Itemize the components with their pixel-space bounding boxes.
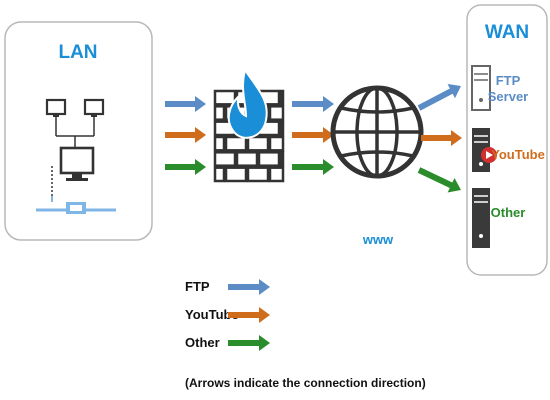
network-hub-icon <box>36 196 116 214</box>
www-label: www <box>362 232 394 247</box>
legend-label-other: Other <box>185 335 220 350</box>
lan-panel: LAN <box>4 21 153 241</box>
firewall-brick <box>257 151 281 167</box>
server-tower-icon <box>472 188 490 248</box>
arrow-youtube <box>421 130 462 146</box>
globe-icon <box>330 85 424 179</box>
wan-panel: WAN FTP Server YouTube Other <box>466 4 548 276</box>
computer-icon <box>83 98 105 117</box>
wan-other-label: Other <box>491 205 526 220</box>
youtube-logo-icon <box>481 147 497 163</box>
firewall-brick <box>268 135 285 152</box>
direction-note: (Arrows indicate the connection directio… <box>185 376 426 390</box>
legend-arrows <box>228 279 270 351</box>
firewall-brick <box>246 135 270 152</box>
firewall-brick <box>213 166 226 183</box>
wan-ftp-label-line2: Server <box>488 89 528 104</box>
firewall-brick <box>224 166 248 183</box>
legend-arrow-ftp <box>228 279 270 295</box>
firewall-brick <box>279 151 285 167</box>
arrow-youtube <box>292 127 334 143</box>
firewall-brick <box>213 89 237 106</box>
firewall-brick <box>213 135 226 152</box>
legend-arrow-other <box>228 335 270 351</box>
server-tower-icon <box>471 65 491 111</box>
firewall-brick <box>279 89 285 106</box>
wan-ftp-label-line1: FTP <box>496 73 521 88</box>
wan-youtube-label: YouTube <box>491 147 545 162</box>
firewall-brick <box>246 166 270 183</box>
firewall-brick <box>235 151 259 167</box>
flame-icon <box>227 67 268 139</box>
arrows-firewall-to-internet <box>292 96 334 175</box>
firewall-icon <box>213 67 285 183</box>
arrow-ftp <box>165 96 206 112</box>
firewall-brick <box>268 166 285 183</box>
lan-box <box>4 21 153 241</box>
firewall-brick <box>213 151 237 167</box>
arrows-internet-to-wan <box>417 84 462 193</box>
legend-label-ftp: FTP <box>185 279 210 294</box>
firewall-brick <box>279 120 285 137</box>
lan-network-lines <box>51 116 95 196</box>
arrow-other <box>165 159 206 175</box>
arrow-ftp <box>292 96 334 112</box>
legend-arrow-youtube <box>228 307 270 323</box>
arrow-youtube <box>165 127 206 143</box>
lan-title: LAN <box>58 42 97 63</box>
wan-title: WAN <box>485 22 529 43</box>
arrows-lan-to-firewall <box>165 96 206 175</box>
arrow-other <box>417 167 461 193</box>
legend-label-youtube: YouTube <box>185 307 239 322</box>
firewall-brick <box>213 105 226 121</box>
firewall-brick <box>268 105 285 121</box>
computer-icon <box>59 146 95 181</box>
firewall-brick <box>224 135 248 152</box>
legend: FTP YouTube Other <box>185 279 270 351</box>
computer-icon <box>45 98 67 117</box>
arrow-ftp <box>417 84 461 111</box>
arrow-other <box>292 159 334 175</box>
